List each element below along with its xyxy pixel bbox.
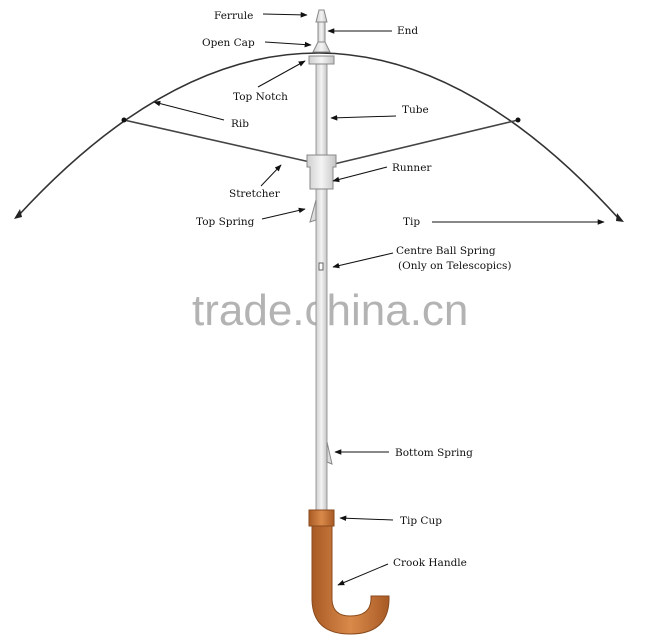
label-centre-ball-spring-note: (Only on Telescopics) xyxy=(398,260,512,272)
stretcher-right xyxy=(333,119,519,165)
label-stretcher: Stretcher xyxy=(229,188,281,200)
tip-right xyxy=(616,213,624,222)
open-cap xyxy=(312,41,331,53)
rib-joint-right xyxy=(515,117,521,123)
label-rib: Rib xyxy=(231,118,249,130)
label-open-cap: Open Cap xyxy=(202,37,255,49)
label-runner: Runner xyxy=(392,162,432,174)
label-tip-cup: Tip Cup xyxy=(400,515,442,527)
runner xyxy=(306,154,337,190)
top-spring xyxy=(309,199,317,223)
top-notch xyxy=(308,55,335,65)
label-tube: Tube xyxy=(402,104,429,116)
watermark: trade.china.cn xyxy=(192,286,468,335)
tube xyxy=(315,59,328,516)
ferrule xyxy=(315,9,328,23)
label-crook-handle: Crook Handle xyxy=(393,557,467,569)
label-ferrule: Ferrule xyxy=(214,10,253,22)
label-top-spring: Top Spring xyxy=(196,216,255,228)
rib-joint-left xyxy=(121,117,127,123)
stretcher-left xyxy=(123,119,311,163)
tip-cup xyxy=(308,509,335,527)
label-tip: Tip xyxy=(403,216,420,228)
tip-left xyxy=(14,209,22,219)
label-end: End xyxy=(397,25,418,37)
end xyxy=(317,21,326,43)
crook-handle xyxy=(311,525,390,635)
label-top-notch: Top Notch xyxy=(233,91,288,103)
label-centre-ball-spring: Centre Ball Spring xyxy=(396,245,496,257)
canopy xyxy=(17,52,621,221)
centre-ball-spring xyxy=(318,262,324,271)
label-bottom-spring: Bottom Spring xyxy=(395,447,473,459)
bottom-spring xyxy=(326,441,333,465)
